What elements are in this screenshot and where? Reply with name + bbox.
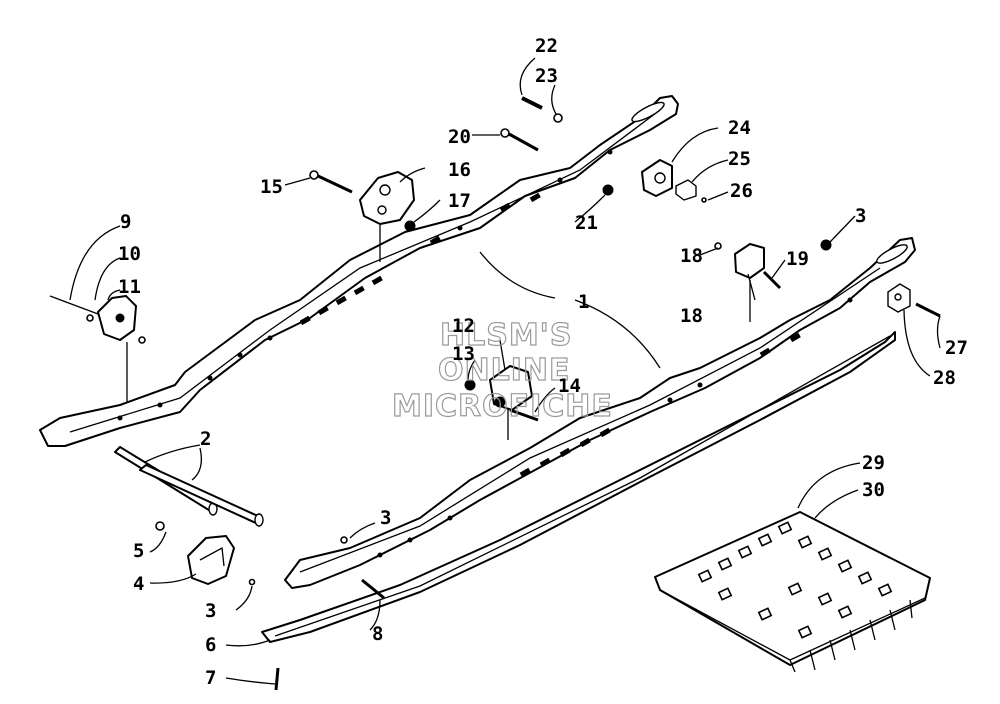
callout-2: 2 xyxy=(200,428,211,450)
track-clips xyxy=(697,521,893,639)
rail-lower-slots xyxy=(377,297,853,558)
watermark-line-1: HLSM'S xyxy=(440,318,572,353)
rail-front-slot xyxy=(876,244,908,264)
upper-slide-rail xyxy=(39,95,679,447)
pivot-block-16 xyxy=(359,171,415,225)
callout-13: 13 xyxy=(452,343,475,365)
stopper-4 xyxy=(187,535,235,585)
bracket-12 xyxy=(489,365,533,411)
callout-3-middle: 3 xyxy=(380,507,391,529)
callout-25: 24 xyxy=(728,117,751,139)
callout-29: 28 xyxy=(933,367,956,389)
watermark-line-3: MICROFICHE xyxy=(392,389,613,424)
callout-3-left: 3 xyxy=(205,600,216,622)
callout-labels: 1 2 3 3 3 4 5 6 7 8 9 10 11 12 13 14 15 … xyxy=(118,35,968,689)
callout-11: 11 xyxy=(118,276,141,298)
cross-shafts xyxy=(114,446,264,527)
callout-21: 20 xyxy=(448,126,471,148)
shock-mount-11 xyxy=(49,295,137,341)
callout-18-right: 18 xyxy=(680,245,703,267)
stopper-25 xyxy=(641,159,673,197)
callout-23: 22 xyxy=(535,35,558,57)
block-19 xyxy=(734,243,765,279)
callout-30: 29 xyxy=(862,452,885,474)
watermark-line-2: ONLINE xyxy=(438,353,571,388)
callout-27: 26 xyxy=(730,180,753,202)
callout-12: 12 xyxy=(452,315,475,337)
callout-28: 27 xyxy=(945,337,968,359)
callout-10: 10 xyxy=(118,243,141,265)
callout-6: 6 xyxy=(205,634,216,656)
bracket-29 xyxy=(887,283,911,313)
callout-22: 21 xyxy=(575,212,598,234)
callout-15: 15 xyxy=(260,176,283,198)
callout-16: 16 xyxy=(448,159,471,181)
leader-lines xyxy=(69,57,941,685)
callout-5: 5 xyxy=(133,540,144,562)
rail-upper-slots xyxy=(117,149,613,421)
callout-9: 9 xyxy=(120,211,131,233)
callout-31: 30 xyxy=(862,479,885,501)
callout-8: 8 xyxy=(372,623,383,645)
rail-end-slot xyxy=(631,101,665,123)
track-section xyxy=(654,511,931,673)
callout-7: 7 xyxy=(205,667,216,689)
callout-20: 19 xyxy=(786,248,809,270)
lower-slide-rail xyxy=(284,237,916,589)
callout-24: 23 xyxy=(535,65,558,87)
watermark: HLSM'S ONLINE MICROFICHE xyxy=(391,317,613,424)
callout-26: 25 xyxy=(728,148,751,170)
callout-17: 17 xyxy=(448,190,471,212)
wear-strip xyxy=(261,331,896,643)
callout-14: 14 xyxy=(558,375,581,397)
fasteners xyxy=(86,96,941,691)
spacer-26 xyxy=(675,179,697,201)
callout-1: 1 xyxy=(578,291,589,313)
callout-4: 4 xyxy=(133,573,144,595)
callout-19: 18 xyxy=(680,305,703,327)
callout-3-right: 3 xyxy=(855,205,866,227)
